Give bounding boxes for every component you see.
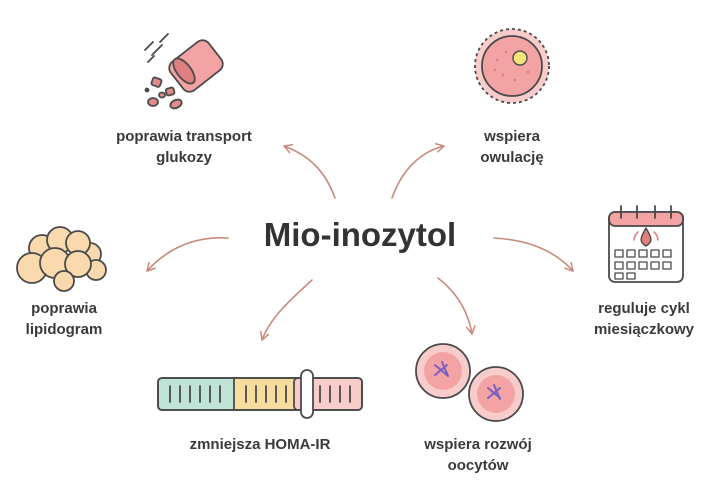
homa-scale-icon [157,369,363,419]
label-lipids-line-2: lipidogram [25,321,103,338]
label-ovulation-line-1: wspiera [484,128,540,145]
egg-cell-icon [474,28,550,104]
fat-cells-icon [16,226,107,292]
arrows [146,143,574,341]
label-cycle: reguluje cykl miesiączkowy [576,298,712,340]
label-cycle-line-2: miesiączkowy [593,321,695,338]
oocytes-icon [415,343,524,422]
label-cycle-line-1: reguluje cykl [598,300,690,317]
label-lipids-line-1: poprawia [31,300,97,317]
label-ovulation: wspiera owulację [452,126,572,168]
arrow-to-cycle [493,237,574,272]
label-lipids: poprawia lipidogram [4,298,124,340]
label-oocytes-line-1: wspiera rozwój [424,436,532,453]
arrow-to-ovulation [391,143,445,199]
central-title: Mio-inozytol [263,216,457,253]
label-glucose: poprawia transport glukozy [84,126,284,168]
calendar-icon [608,205,684,283]
label-homa: zmniejsza HOMA-IR [160,434,360,455]
label-homa-line-1: zmniejsza HOMA-IR [189,436,331,453]
label-oocytes: wspiera rozwój oocytów [398,434,558,476]
arrow-to-glucose [283,143,336,199]
arrow-to-homa [259,279,313,341]
arrow-to-oocytes [437,277,476,335]
label-glucose-line-2: glukozy [156,149,212,166]
label-oocytes-line-2: oocytów [447,457,509,474]
arrow-to-lipids [146,237,229,272]
label-ovulation-line-2: owulację [480,149,544,166]
glucose-transport-icon [144,33,224,110]
label-glucose-line-1: poprawia transport [116,128,252,145]
